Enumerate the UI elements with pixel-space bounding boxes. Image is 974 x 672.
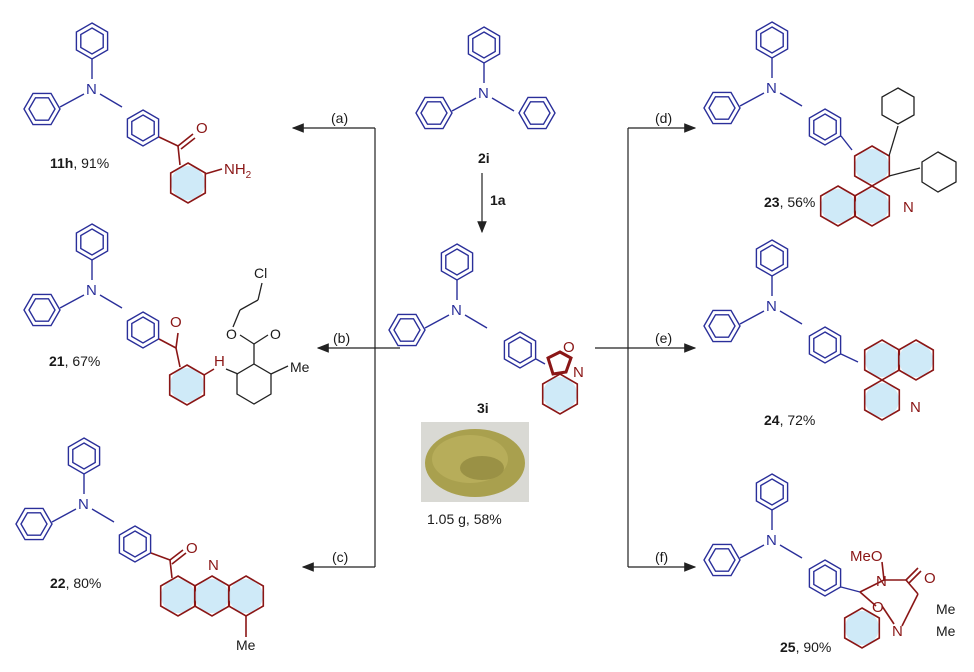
atom-N: N [766,532,777,549]
product-21: N O H O O Cl Me [24,224,310,406]
atom-O: O [270,326,281,342]
intermediate-3i: N O N [389,244,584,415]
atom-N: N [892,623,903,640]
atom-N: N [208,557,219,574]
condition-b: (b) [333,330,350,346]
atom-N: N [876,573,887,590]
atom-O: O [186,540,198,557]
product-label-25: 25, 90% [780,639,831,655]
condition-f: (f) [655,549,668,565]
atom-O: O [872,599,884,616]
condition-c: (c) [332,549,348,565]
atom-N: N [451,302,462,319]
product-24: N N [704,240,935,421]
atom-H: H [214,353,225,370]
atom-Me: Me [936,601,956,617]
atom-N: N [478,85,489,102]
product-label-22: 22, 80% [50,575,101,591]
atom-Me: Me [236,637,256,653]
condition-a: (a) [331,110,348,126]
atom-N: N [766,80,777,97]
atom-O: O [226,326,237,342]
product-label-24: 24, 72% [764,412,815,428]
starting-material-2i: N [416,27,556,130]
atom-N: N [910,399,921,416]
product-label-23: 23, 56% [764,194,815,210]
condition-e: (e) [655,330,672,346]
atom-O: O [924,570,936,587]
atom-O: O [170,314,182,331]
atom-N: N [766,298,777,315]
product-11h: N O NH2 [24,23,252,204]
condition-d: (d) [655,110,672,126]
atom-Cl: Cl [254,265,267,281]
product-23: N N [704,22,957,227]
label-3i: 3i [477,400,489,416]
scale-caption: 1.05 g, 58% [427,511,502,527]
atom-N: N [573,364,584,381]
atom-O: O [196,120,208,137]
product-photo [421,422,529,502]
atom-N: N [903,199,914,216]
product-25: N MeO N O O N Me Me [704,474,956,649]
label-2i: 2i [478,150,490,166]
atom-N: N [86,81,97,98]
atom-Me: Me [290,359,310,375]
atom-O: O [563,339,575,356]
atom-MeO: MeO [850,548,883,565]
reagent-1a: 1a [490,192,506,208]
atom-N: N [78,496,89,513]
product-22: N O N Me [16,438,265,653]
product-label-11h: 11h, 91% [50,155,109,171]
atom-Me: Me [936,623,956,639]
atom-N: N [86,282,97,299]
atom-NH2: NH2 [224,161,252,181]
product-label-21: 21, 67% [49,353,100,369]
